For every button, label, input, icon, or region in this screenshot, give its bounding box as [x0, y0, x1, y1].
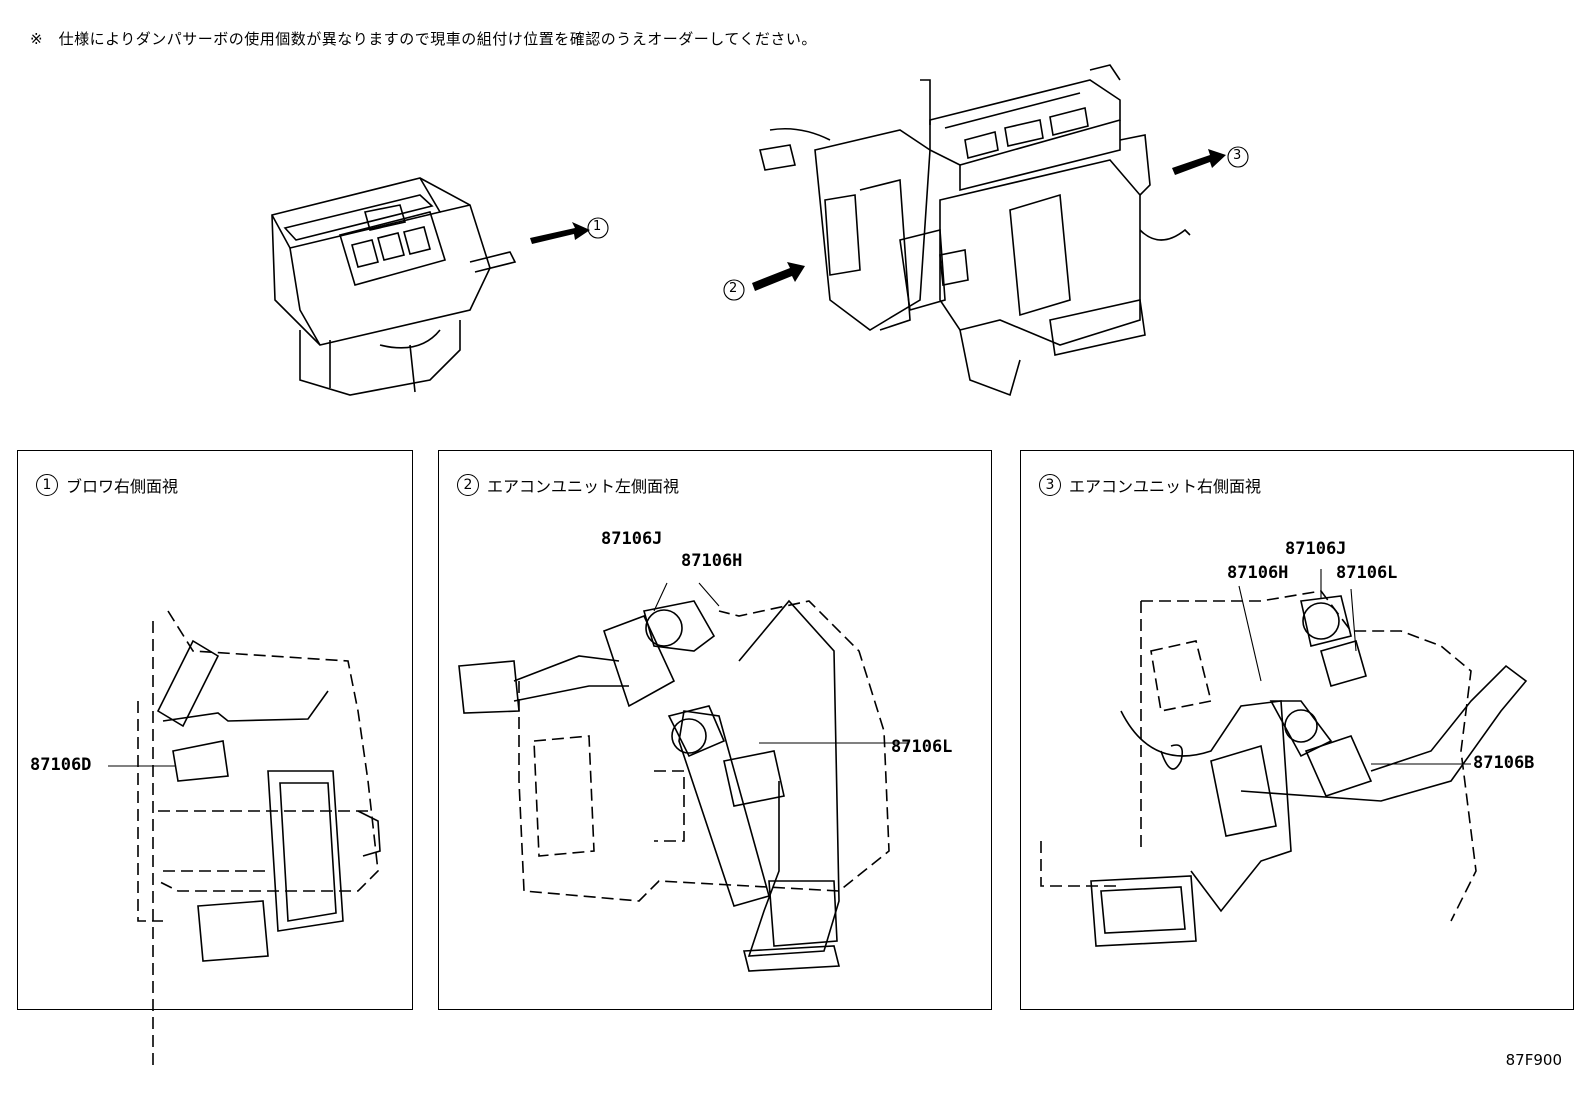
part-label-87106B: 87106B	[1473, 753, 1535, 773]
callout-2-label: 2	[729, 281, 738, 296]
panel-3-number: 3	[1039, 474, 1061, 496]
ac-unit-right-drawing	[1040, 569, 1528, 947]
panel-2-title-text: エアコンユニット左側面視	[487, 477, 680, 496]
part-label-87106L: 87106L	[1336, 563, 1398, 583]
panel-1-title-text: ブロワ右側面視	[66, 477, 179, 496]
part-label-87106H: 87106H	[1227, 563, 1289, 583]
ac-unit-left-drawing	[458, 582, 909, 972]
part-label-87106D: 87106D	[30, 755, 92, 775]
panel-1-title: 1 ブロワ右側面視	[36, 473, 178, 497]
blower-side-drawing	[108, 610, 381, 1071]
panel-1-number: 1	[36, 474, 58, 496]
panel-2-number: 2	[457, 474, 479, 496]
panel-ac-unit-right-view: 3 エアコンユニット右側面視 87106J 87106H 87106L 8710…	[1020, 450, 1574, 1010]
order-note: ※ 仕様によりダンパサーボの使用個数が異なりますので現車の組付け位置を確認のうえ…	[30, 30, 817, 48]
panel-3-title: 3 エアコンユニット右側面視	[1039, 473, 1261, 497]
part-label-87106J: 87106J	[1285, 539, 1347, 559]
callout-3-label: 3	[1233, 148, 1242, 163]
part-label-87106H: 87106H	[681, 551, 743, 571]
blower-unit-illustration	[271, 64, 1249, 397]
callout-1-label: 1	[593, 219, 602, 234]
part-label-87106L: 87106L	[891, 737, 953, 757]
panel-3-title-text: エアコンユニット右側面視	[1069, 477, 1262, 496]
part-label-87106J: 87106J	[601, 529, 663, 549]
diagram-code: 87F900	[1505, 1051, 1562, 1069]
panel-ac-unit-left-view: 2 エアコンユニット左側面視 87106J 87106H 87106L	[438, 450, 992, 1010]
panel-blower-right-view: 1 ブロワ右側面視 87106D	[17, 450, 413, 1071]
panel-2-title: 2 エアコンユニット左側面視	[457, 473, 679, 497]
